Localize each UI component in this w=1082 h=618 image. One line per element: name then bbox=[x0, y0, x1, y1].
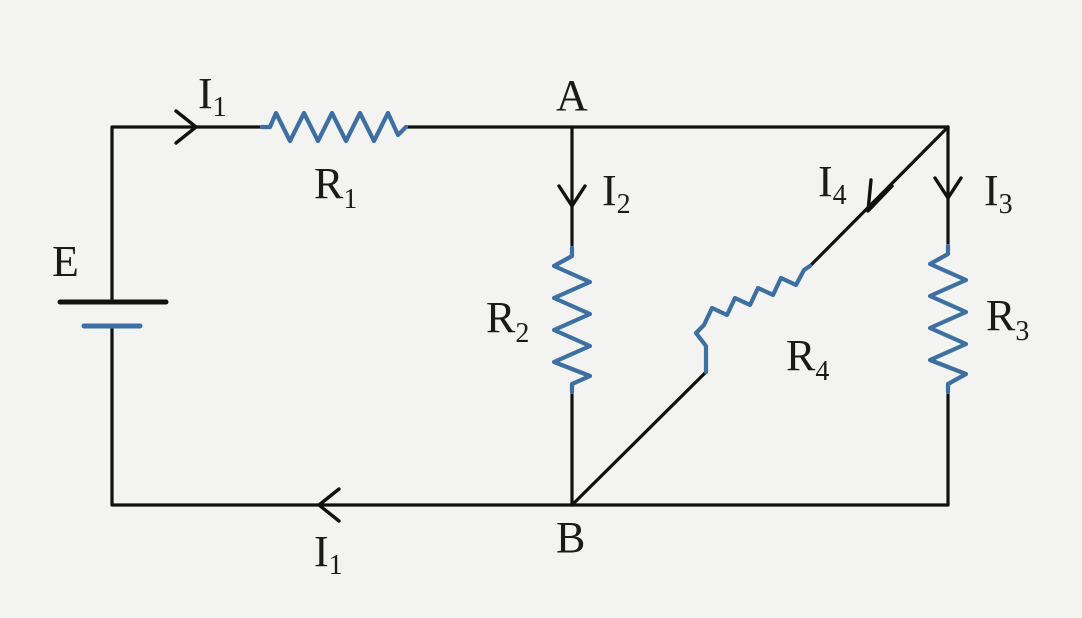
resistor-label-r2: R2 bbox=[486, 293, 529, 349]
resistor-r3-sub: 3 bbox=[1015, 316, 1029, 347]
arrow-i1-bottom bbox=[317, 487, 341, 523]
arrow-i3 bbox=[933, 176, 963, 200]
current-label-i3: I3 bbox=[984, 166, 1013, 220]
current-i1-top-sub: 1 bbox=[213, 92, 227, 123]
current-i4-letter: I bbox=[818, 157, 833, 206]
resistor-r1-sub: 1 bbox=[343, 184, 357, 215]
battery-symbol bbox=[57, 299, 169, 329]
current-i1-bottom-sub: 1 bbox=[329, 550, 343, 581]
resistor-r2 bbox=[551, 245, 593, 395]
resistor-label-r3: R3 bbox=[986, 291, 1029, 347]
current-i2-sub: 2 bbox=[617, 189, 631, 220]
current-arrows bbox=[174, 109, 963, 523]
arrow-i1-top bbox=[174, 109, 198, 145]
current-i2-letter: I bbox=[602, 166, 617, 215]
current-label-i2: I2 bbox=[602, 166, 631, 220]
battery-label: E bbox=[52, 237, 79, 286]
resistor-r2-letter: R bbox=[486, 293, 516, 342]
wire-diag-top bbox=[808, 125, 950, 268]
current-i1-bottom-letter: I bbox=[314, 527, 329, 576]
resistor-r4-letter: R bbox=[786, 331, 816, 380]
wires bbox=[110, 125, 950, 507]
current-label-i1-bottom: I1 bbox=[314, 527, 343, 581]
resistor-r3-letter: R bbox=[986, 291, 1016, 340]
current-i3-letter: I bbox=[984, 166, 999, 215]
resistor-r1 bbox=[259, 110, 409, 144]
resistor-label-r4: R4 bbox=[786, 331, 829, 387]
current-label-i4: I4 bbox=[818, 157, 847, 211]
current-i4-sub: 4 bbox=[833, 180, 847, 211]
current-label-i1-top: I1 bbox=[198, 69, 227, 123]
resistor-r2-sub: 2 bbox=[515, 318, 529, 349]
current-i3-sub: 3 bbox=[999, 189, 1013, 220]
node-label-a: A bbox=[556, 71, 588, 120]
resistor-r1-letter: R bbox=[314, 159, 344, 208]
resistor-r4 bbox=[693, 263, 813, 375]
node-label-b: B bbox=[556, 513, 585, 562]
arrow-i2 bbox=[557, 184, 587, 208]
resistor-r4-sub: 4 bbox=[815, 356, 829, 387]
arrow-i4 bbox=[866, 178, 894, 213]
resistor-r3 bbox=[927, 243, 969, 395]
current-i1-top-letter: I bbox=[198, 69, 213, 118]
resistor-label-r1: R1 bbox=[314, 159, 357, 215]
wire-left-top bbox=[110, 125, 264, 304]
wire-diag-bottom bbox=[570, 370, 708, 507]
wire-left-bottom bbox=[110, 324, 950, 507]
